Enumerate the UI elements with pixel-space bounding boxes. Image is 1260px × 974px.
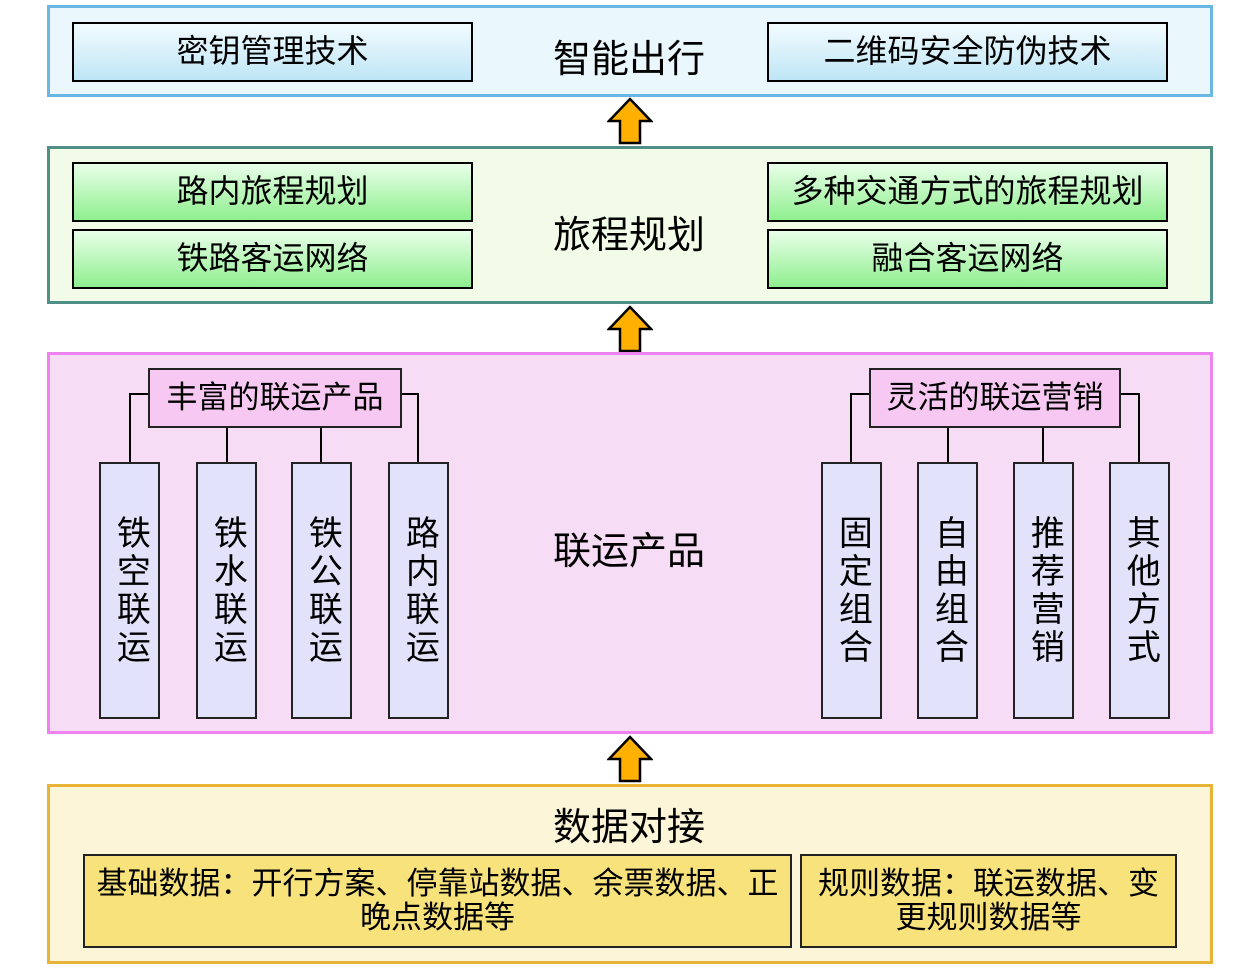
- in-road-trip-planning-box: 路内旅程规划: [72, 162, 473, 222]
- up-arrow-icon: [607, 735, 653, 783]
- other-methods-box: 其他方式: [1109, 462, 1170, 719]
- basic-data-box: 基础数据：开行方案、停靠站数据、余票数据、正晚点数据等: [83, 854, 792, 948]
- railway-passenger-network-box: 铁路客运网络: [72, 229, 473, 289]
- qr-security-box: 二维码安全防伪技术: [767, 22, 1168, 82]
- data-docking-title: 数据对接: [553, 805, 706, 849]
- integrated-passenger-network-box: 融合客运网络: [767, 229, 1168, 289]
- rail-air-intermodal-box: 铁空联运: [99, 462, 160, 719]
- up-arrow-icon: [607, 305, 653, 353]
- intermodal-products-title: 联运产品: [553, 529, 706, 573]
- fixed-combination-box: 固定组合: [821, 462, 882, 719]
- rail-water-intermodal-box: 铁水联运: [196, 462, 257, 719]
- multimodal-trip-planning-box: 多种交通方式的旅程规划: [767, 162, 1168, 222]
- rail-road-intermodal-box: 铁公联运: [291, 462, 352, 719]
- key-management-box: 密钥管理技术: [72, 22, 473, 82]
- rich-intermodal-products-header: 丰富的联运产品: [148, 368, 402, 428]
- smart-travel-title: 智能出行: [553, 37, 706, 81]
- trip-planning-title: 旅程规划: [553, 213, 706, 257]
- recommended-marketing-box: 推荐营销: [1013, 462, 1074, 719]
- in-road-intermodal-box: 路内联运: [388, 462, 449, 719]
- flexible-intermodal-marketing-header: 灵活的联运营销: [869, 368, 1121, 428]
- rule-data-box: 规则数据：联运数据、变更规则数据等: [800, 854, 1177, 948]
- up-arrow-icon: [607, 97, 653, 145]
- free-combination-box: 自由组合: [917, 462, 978, 719]
